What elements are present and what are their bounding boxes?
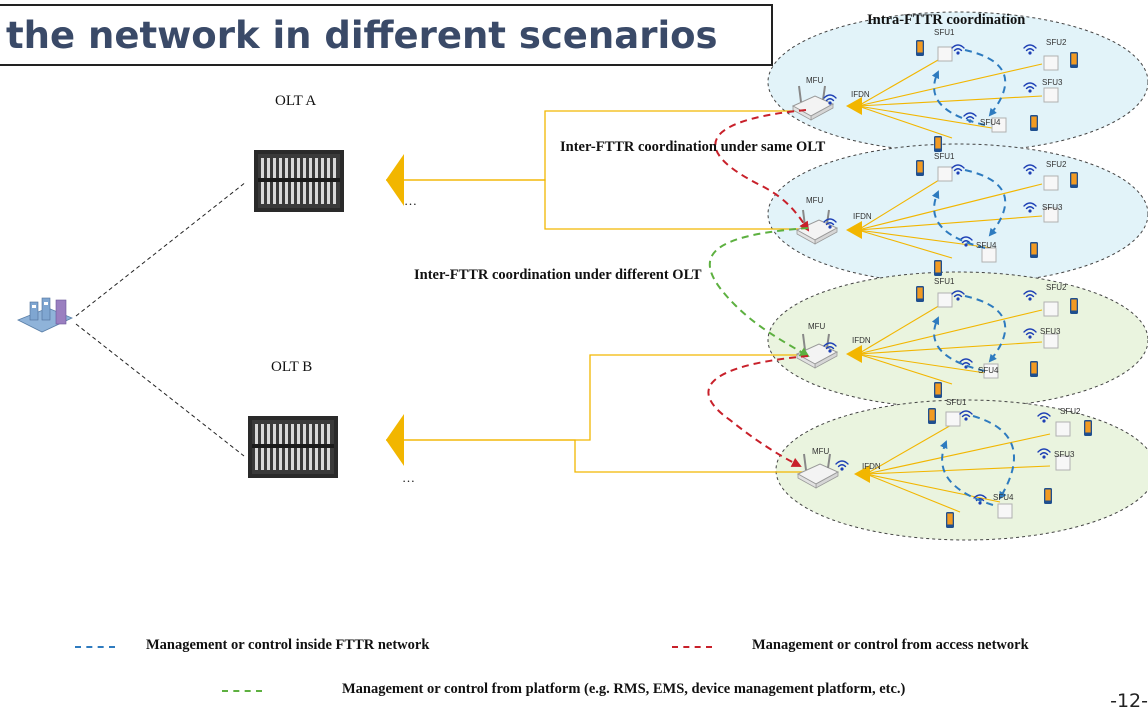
splitter-b-icon bbox=[386, 414, 404, 466]
legend-blue-dash bbox=[75, 646, 115, 648]
fttr-network-1 bbox=[767, 11, 1148, 153]
sfu3-label: SFU3 bbox=[1054, 450, 1075, 459]
legend-green-text: Management or control from platform (e.g… bbox=[342, 681, 906, 697]
platform-link-olt-b bbox=[75, 323, 245, 457]
intra-fttr-label: Intra-FTTR coordination bbox=[867, 12, 1026, 28]
sfu1-label: SFU1 bbox=[946, 398, 967, 407]
sfu1-label: SFU1 bbox=[934, 28, 955, 37]
fttr-contents-4 bbox=[797, 408, 1092, 528]
olt-a-ellipsis: … bbox=[404, 193, 417, 208]
different-olt-label: Inter-FTTR coordination under different … bbox=[414, 267, 702, 283]
sfu4-label: SFU4 bbox=[993, 493, 1014, 502]
title-box: the network in different scenarios bbox=[0, 4, 773, 66]
ifdn-label: IFDN bbox=[853, 212, 872, 221]
sfu2-label: SFU2 bbox=[1046, 283, 1067, 292]
olt-a-label: OLT A bbox=[275, 93, 317, 109]
sfu1-label: SFU1 bbox=[934, 152, 955, 161]
mfu-label: MFU bbox=[806, 196, 824, 205]
olt-b-coordination-arrow bbox=[707, 355, 809, 467]
ifdn-label: IFDN bbox=[852, 336, 871, 345]
platform-server-icon bbox=[17, 297, 73, 333]
same-olt-label: Inter-FTTR coordination under same OLT bbox=[560, 139, 826, 155]
splitter-a-icon bbox=[386, 154, 404, 206]
ifdn-label: IFDN bbox=[862, 462, 881, 471]
olt-b-chassis-icon bbox=[248, 416, 338, 478]
sfu4-label: SFU4 bbox=[978, 366, 999, 375]
fttr-contents-2 bbox=[796, 160, 1078, 276]
legend-red-text: Management or control from access networ… bbox=[752, 637, 1029, 653]
fttr-contents-1 bbox=[792, 40, 1078, 152]
fiber-paths bbox=[386, 110, 812, 473]
mfu-label: MFU bbox=[812, 447, 830, 456]
legend-green-dash bbox=[222, 690, 262, 692]
sfu1-label: SFU1 bbox=[934, 277, 955, 286]
different-olt-coordination-arrow bbox=[708, 227, 810, 358]
page-number: -12- bbox=[1110, 690, 1148, 712]
sfu2-label: SFU2 bbox=[1046, 38, 1067, 47]
legend-blue-text: Management or control inside FTTR networ… bbox=[146, 637, 430, 653]
sfu3-label: SFU3 bbox=[1042, 78, 1063, 87]
mfu-label: MFU bbox=[806, 76, 824, 85]
ifdn-label: IFDN bbox=[851, 90, 870, 99]
fttr-contents-3 bbox=[796, 286, 1078, 398]
legend-red-dash bbox=[672, 646, 712, 648]
sfu3-label: SFU3 bbox=[1040, 327, 1061, 336]
platform-link-olt-a bbox=[75, 181, 247, 317]
sfu3-label: SFU3 bbox=[1042, 203, 1063, 212]
sfu2-label: SFU2 bbox=[1046, 160, 1067, 169]
sfu4-label: SFU4 bbox=[980, 118, 1001, 127]
sfu2-label: SFU2 bbox=[1060, 407, 1081, 416]
sfu4-label: SFU4 bbox=[976, 241, 997, 250]
fttr-network-3 bbox=[767, 271, 1148, 409]
olt-a-chassis-icon bbox=[254, 150, 344, 212]
mfu-label: MFU bbox=[808, 322, 826, 331]
olt-b-label: OLT B bbox=[271, 359, 313, 375]
page-title: the network in different scenarios bbox=[6, 14, 718, 57]
same-olt-coordination-arrow bbox=[714, 109, 810, 232]
olt-b-ellipsis: … bbox=[402, 470, 415, 485]
